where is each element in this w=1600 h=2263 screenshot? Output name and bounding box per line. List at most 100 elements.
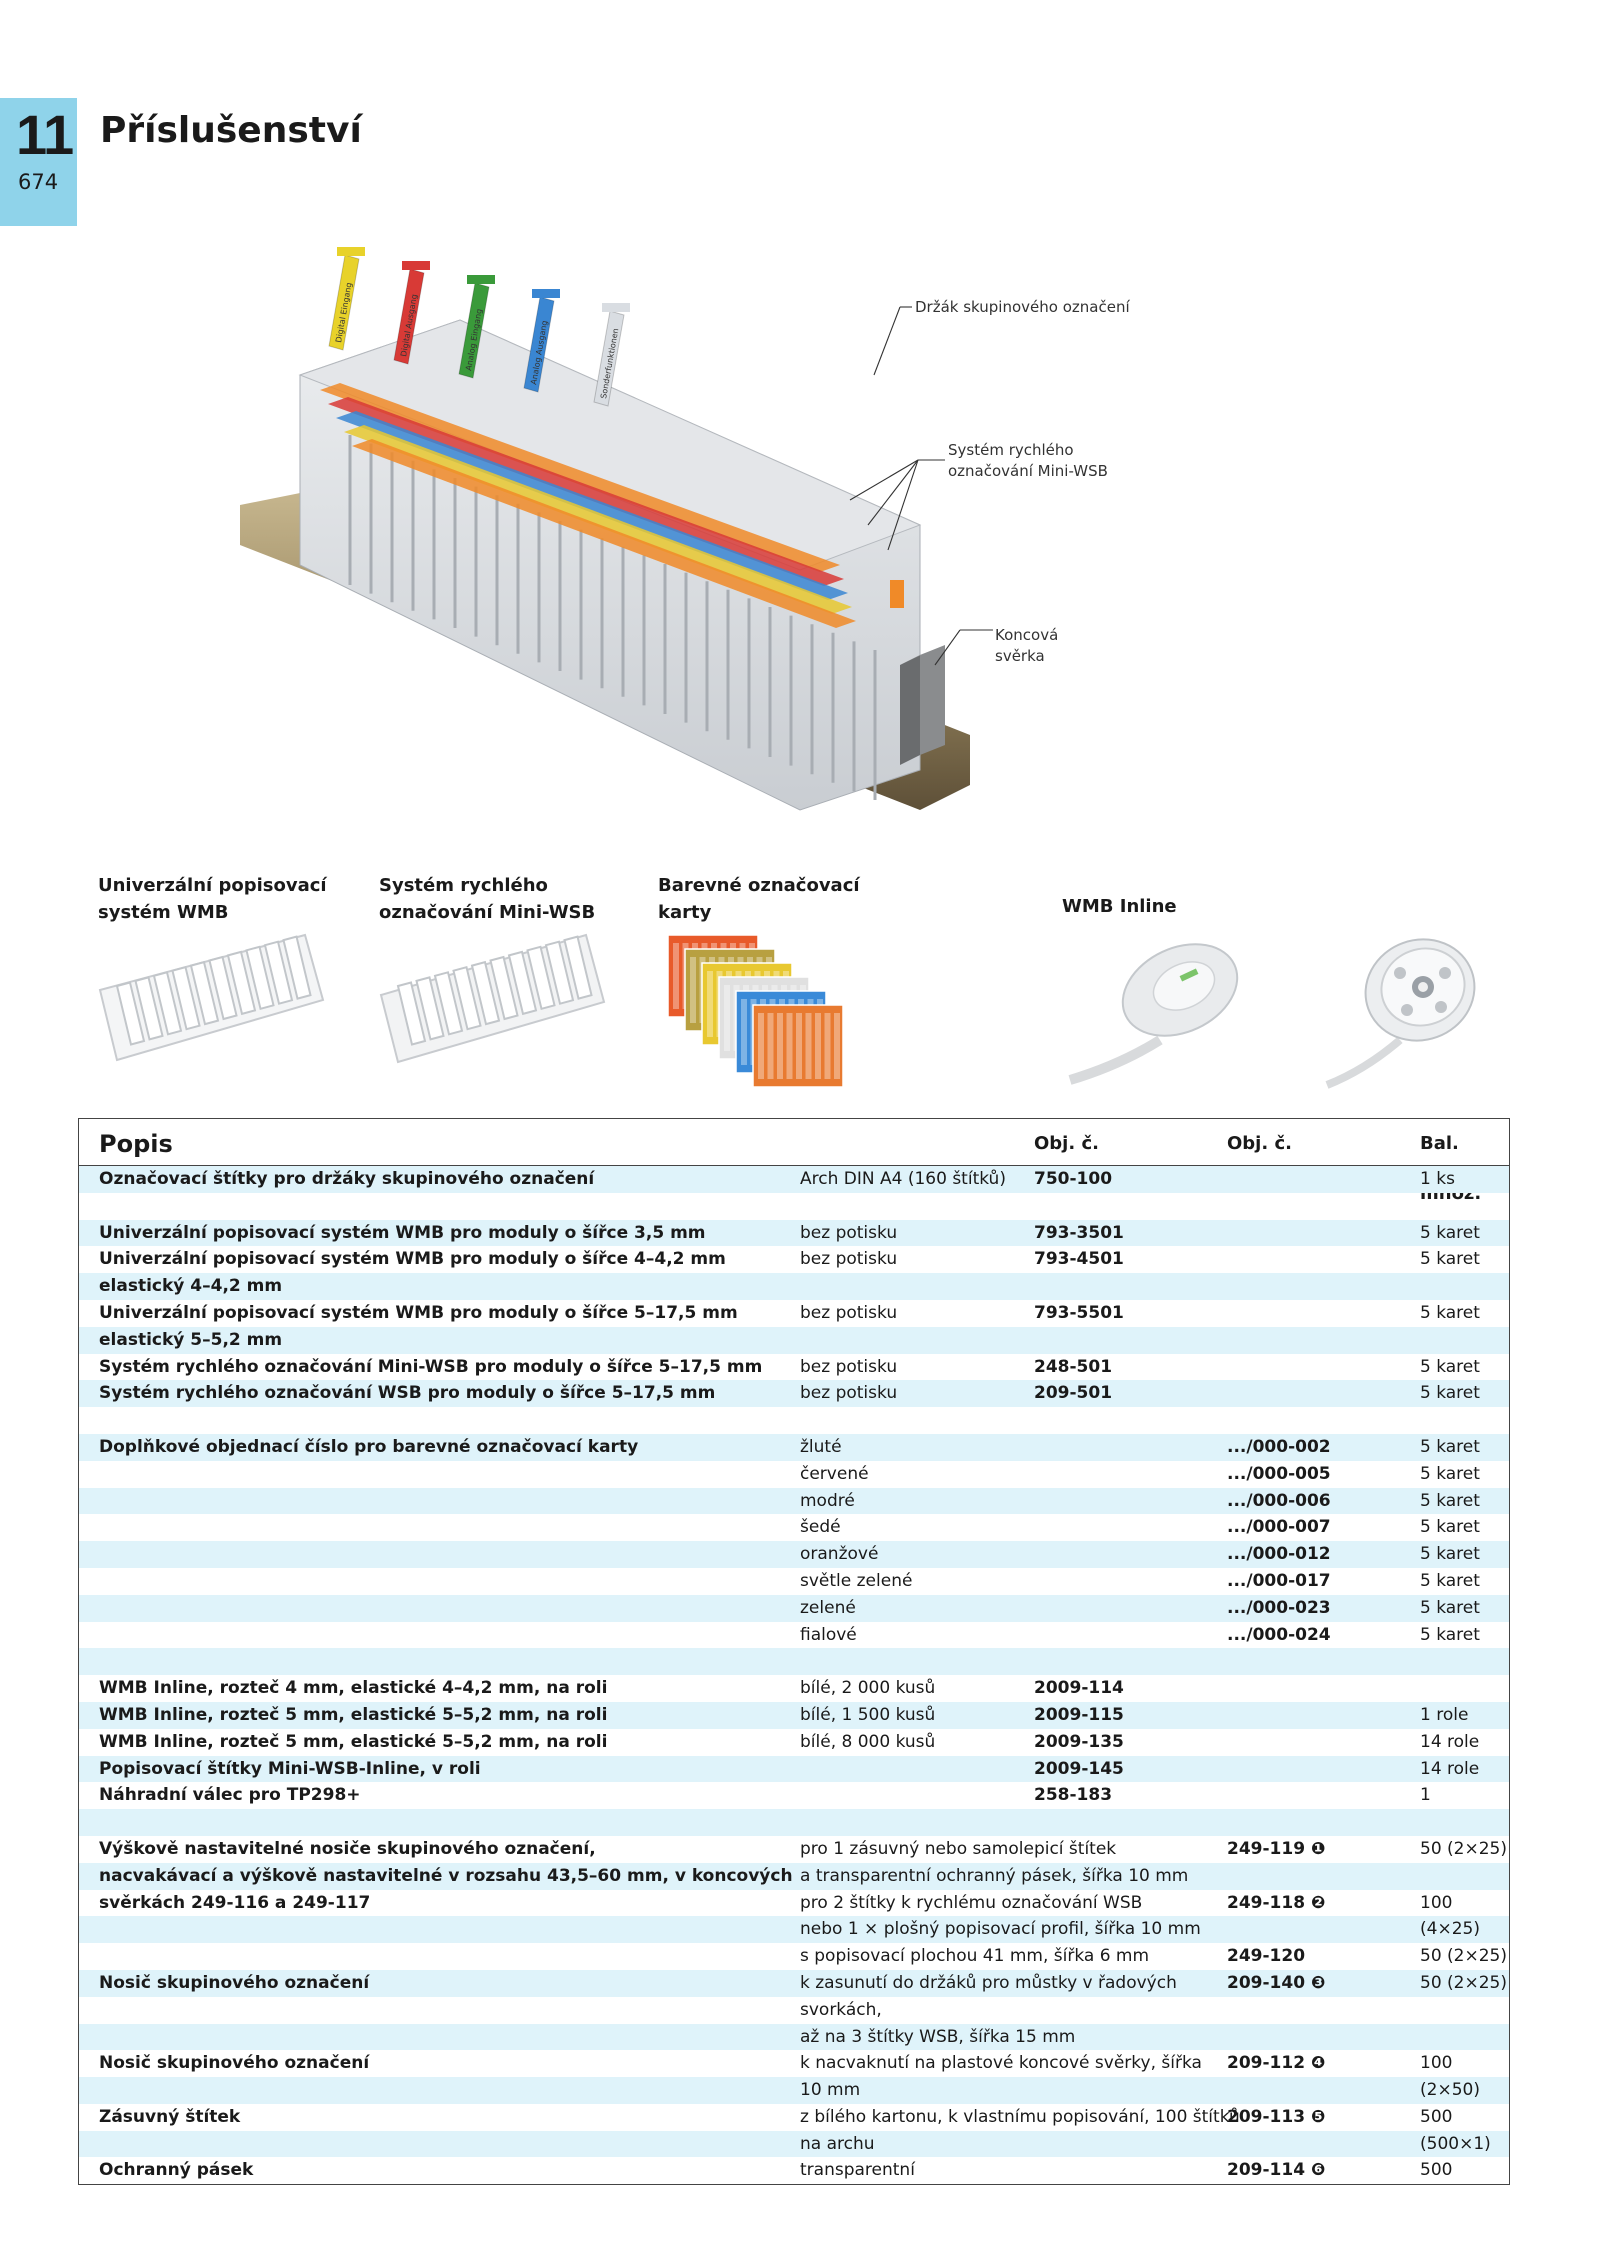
cell-specification: a transparentní ochranný pásek, šířka 10… [800,1865,1189,1886]
cell-order-number: 793-4501 [1034,1249,1124,1270]
table-row [79,1193,1509,1220]
marker-cell [226,950,257,1016]
cell-specification: zelené [800,1597,856,1618]
cell-order-suffix: .../000-007 [1227,1517,1331,1538]
cell-package-qty: 500 [1420,2160,1453,2181]
table-row: Univerzální popisovací systém WMB pro mo… [79,1246,1509,1273]
cell-specification: oranžové [800,1544,879,1565]
cell-order-suffix: .../000-017 [1227,1570,1331,1591]
cell-package-qty: 5 karet [1420,1302,1480,1323]
cell-order-suffix: .../000-002 [1227,1436,1331,1457]
cell-package-qty: 5 karet [1420,1597,1480,1618]
marker-strips [320,383,856,628]
cell-description: Označovací štítky pro držáky skupinového… [99,1169,595,1189]
marker-cell [115,981,146,1046]
cell-specification: pro 2 štítky k rychlému označování WSB [800,1892,1143,1913]
cell-order-suffix: 209-114 ❻ [1227,2160,1326,2181]
cell-description: WMB Inline, rozteč 5 mm, elastické 5–5,2… [99,1704,608,1725]
marker-cell [415,976,445,1041]
table-body: Označovací štítky pro držáky skupinového… [79,1166,1509,2184]
cell-description: Zásuvný štítek [99,2106,241,2127]
cell-package-qty: 100 [1420,1892,1453,1913]
cell-order-suffix: 249-118 ❷ [1227,1892,1326,1913]
cell-specification: bez potisku [800,1222,898,1243]
chapter-number: 11 [16,103,74,166]
table-header: Popis Obj. č. Obj. č. Bal. množ. [79,1119,1509,1204]
cell-description: Nosič skupinového označení [99,1972,370,1993]
cell-package-qty: 5 karet [1420,1490,1480,1511]
cell-specification: žluté [800,1436,842,1457]
table-row: Doplňkové objednací číslo pro barevné oz… [79,1433,1509,1461]
header-obj2: Obj. č. [1227,1133,1292,1154]
table-row: elastický 5–5,2 mm [79,1326,1509,1354]
cell-package-qty: 50 (2×25) [1420,1838,1507,1859]
cell-specification: až na 3 štítky WSB, šířka 15 mm [800,2026,1076,2047]
cell-package-qty: 5 karet [1420,1356,1480,1377]
cell-order-number: 2009-145 [1034,1758,1124,1779]
cell-package-qty: 5 karet [1420,1249,1480,1270]
cell-specification: bílé, 1 500 kusů [800,1704,936,1725]
cell-package-qty: 1 role [1420,1704,1469,1725]
cell-package-qty: (500×1) [1420,2133,1491,2154]
cell-description: Ochranný pásek [99,2160,254,2181]
marker-cell [282,935,312,1000]
callout-mini-wsb-line2: označování Mini-WSB [948,462,1108,480]
cell-specification: bez potisku [800,1356,898,1377]
cell-description: Systém rychlého označování WSB pro modul… [99,1383,716,1404]
marker-cell [171,965,201,1031]
cell-specification: Arch DIN A4 (160 štítků) [800,1169,1006,1189]
cell-specification: bílé, 8 000 kusů [800,1731,936,1752]
cell-description: Univerzální popisovací systém WMB pro mo… [99,1302,738,1323]
cell-package-qty: 14 role [1420,1731,1480,1752]
wmb-inline-reel-image [1325,938,1476,1089]
cell-order-number: 750-100 [1034,1169,1113,1189]
cell-order-suffix: .../000-005 [1227,1463,1331,1484]
table-row: svorkách, [79,1997,1509,2024]
accessories-table: Popis Obj. č. Obj. č. Bal. množ. Označov… [78,1118,1510,2186]
color-card [752,1004,843,1088]
cell-specification: modré [800,1490,855,1511]
cell-order-suffix: 249-119 ❶ [1227,1838,1326,1859]
marker-cell [563,935,593,1000]
table-row [79,1648,1509,1676]
cell-package-qty: 1 ks [1420,1169,1455,1189]
cell-package-qty: 50 (2×25) [1420,1946,1507,1967]
marker-cell [489,955,519,1021]
cell-description: Výškově nastavitelné nosiče skupinového … [99,1838,596,1859]
marker-cell [544,940,575,1005]
table-row: nebo 1 × plošný popisovací profil, šířka… [79,1916,1509,1944]
callout-end-stop-line1: Koncová [995,626,1059,644]
callout-group-holder: Držák skupinového označení [915,298,1130,316]
marker-cell [189,960,220,1026]
marker-cell [208,955,238,1021]
cell-description: elastický 5–5,2 mm [99,1329,283,1350]
cell-specification: k nacvaknutí na plastové koncové svěrky,… [800,2053,1202,2074]
cell-package-qty: 5 karet [1420,1383,1480,1404]
cell-specification: nebo 1 × plošný popisovací profil, šířka… [800,1919,1201,1940]
mini-wsb-card-image [379,933,606,1064]
callout-mini-wsb-line1: Systém rychlého [948,441,1074,459]
cell-package-qty: 5 karet [1420,1463,1480,1484]
cell-description: elastický 4–4,2 mm [99,1276,283,1297]
cell-package-qty: 50 (2×25) [1420,1972,1507,1993]
cell-order-suffix: 209-112 ❹ [1227,2053,1326,2074]
color-marker-cards-image [668,935,843,1088]
thumb-label-wmb-line1: Univerzální popisovací [98,875,327,896]
cell-order-number: 209-501 [1034,1383,1113,1404]
marker-cell [152,971,183,1036]
header-pack: Bal. množ. [1420,1133,1482,1204]
cell-package-qty: 5 karet [1420,1517,1480,1538]
table-row: Popisovací štítky Mini-WSB-Inline, v rol… [79,1755,1509,1783]
marker-strip [336,411,848,600]
